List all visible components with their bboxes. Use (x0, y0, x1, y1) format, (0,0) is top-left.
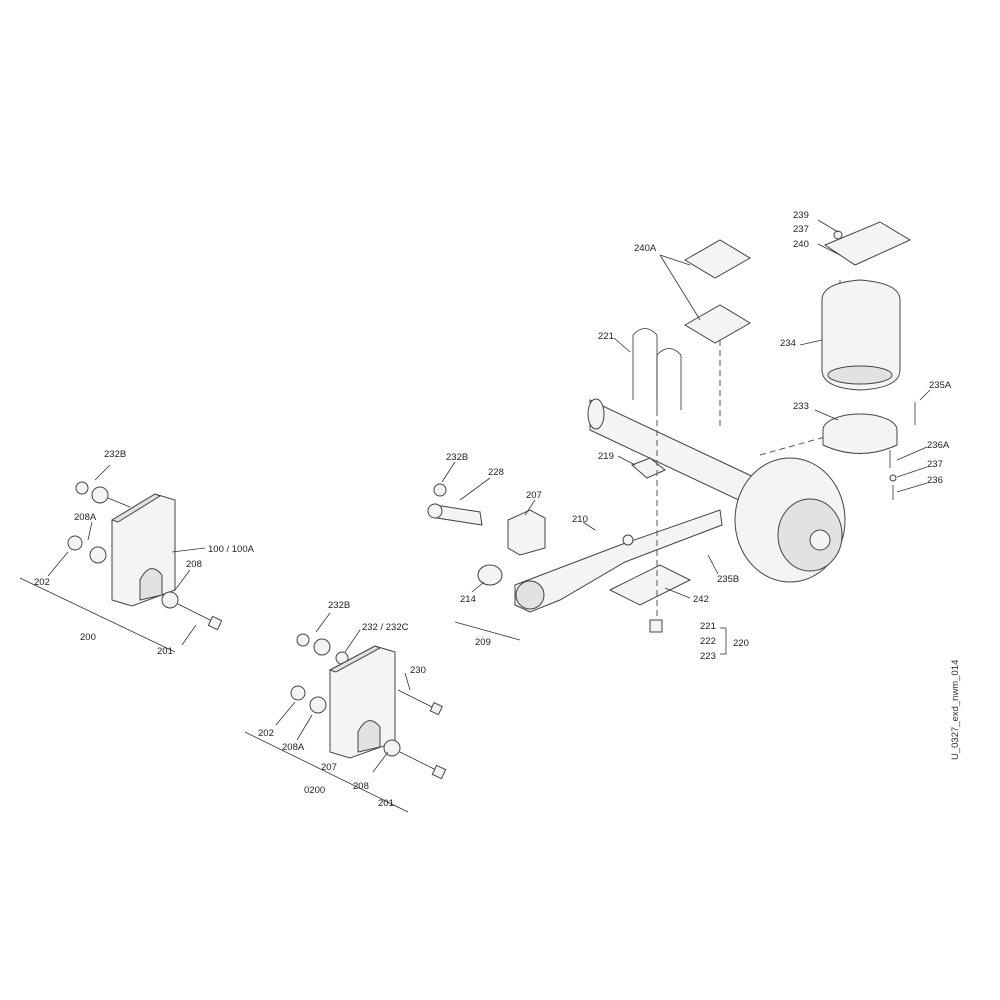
label-202: 202 (34, 577, 50, 588)
part-labels: 232B 208A 100 / 100A 208 202 200 201 232… (34, 210, 952, 809)
bracket-assembly-0200 (244, 612, 447, 813)
label-239: 239 (793, 210, 809, 221)
label-235b: 235B (717, 574, 739, 585)
label-240a: 240A (634, 243, 657, 254)
label-232b: 232B (104, 449, 126, 460)
label-240: 240 (793, 239, 809, 250)
axle-assembly (427, 239, 851, 655)
label-228: 228 (488, 467, 504, 478)
label-234: 234 (780, 338, 796, 349)
label-200: 200 (80, 632, 96, 643)
label-210: 210 (572, 514, 588, 525)
label-222: 222 (700, 636, 716, 647)
label-220: 220 (733, 638, 749, 649)
air-spring-assembly (799, 219, 931, 500)
label-232: 232 / 232C (362, 622, 409, 633)
label-236a: 236A (927, 440, 950, 451)
label-208a: 208A (74, 512, 97, 523)
label-0200: 0200 (304, 785, 325, 796)
label-236: 236 (927, 475, 943, 486)
label-208: 208 (353, 781, 369, 792)
label-201: 201 (378, 798, 394, 809)
label-221: 221 (598, 331, 614, 342)
drawing-code: U_0327_exd_nwm_014 (950, 659, 961, 760)
label-209: 209 (475, 637, 491, 648)
label-201: 201 (157, 646, 173, 657)
label-232b: 232B (446, 452, 468, 463)
label-235a: 235A (929, 380, 952, 391)
label-233: 233 (793, 401, 809, 412)
label-232b: 232B (328, 600, 350, 611)
label-214: 214 (460, 594, 476, 605)
label-230: 230 (410, 665, 426, 676)
label-219: 219 (598, 451, 614, 462)
label-242: 242 (693, 594, 709, 605)
bracket-assembly-200 (19, 464, 223, 653)
label-207: 207 (526, 490, 542, 501)
label-237: 237 (793, 224, 809, 235)
label-207: 207 (321, 762, 337, 773)
label-208: 208 (186, 559, 202, 570)
label-202: 202 (258, 728, 274, 739)
label-208a: 208A (282, 742, 305, 753)
label-237: 237 (927, 459, 943, 470)
label-221: 221 (700, 621, 716, 632)
label-223: 223 (700, 651, 716, 662)
label-100: 100 / 100A (208, 544, 255, 555)
